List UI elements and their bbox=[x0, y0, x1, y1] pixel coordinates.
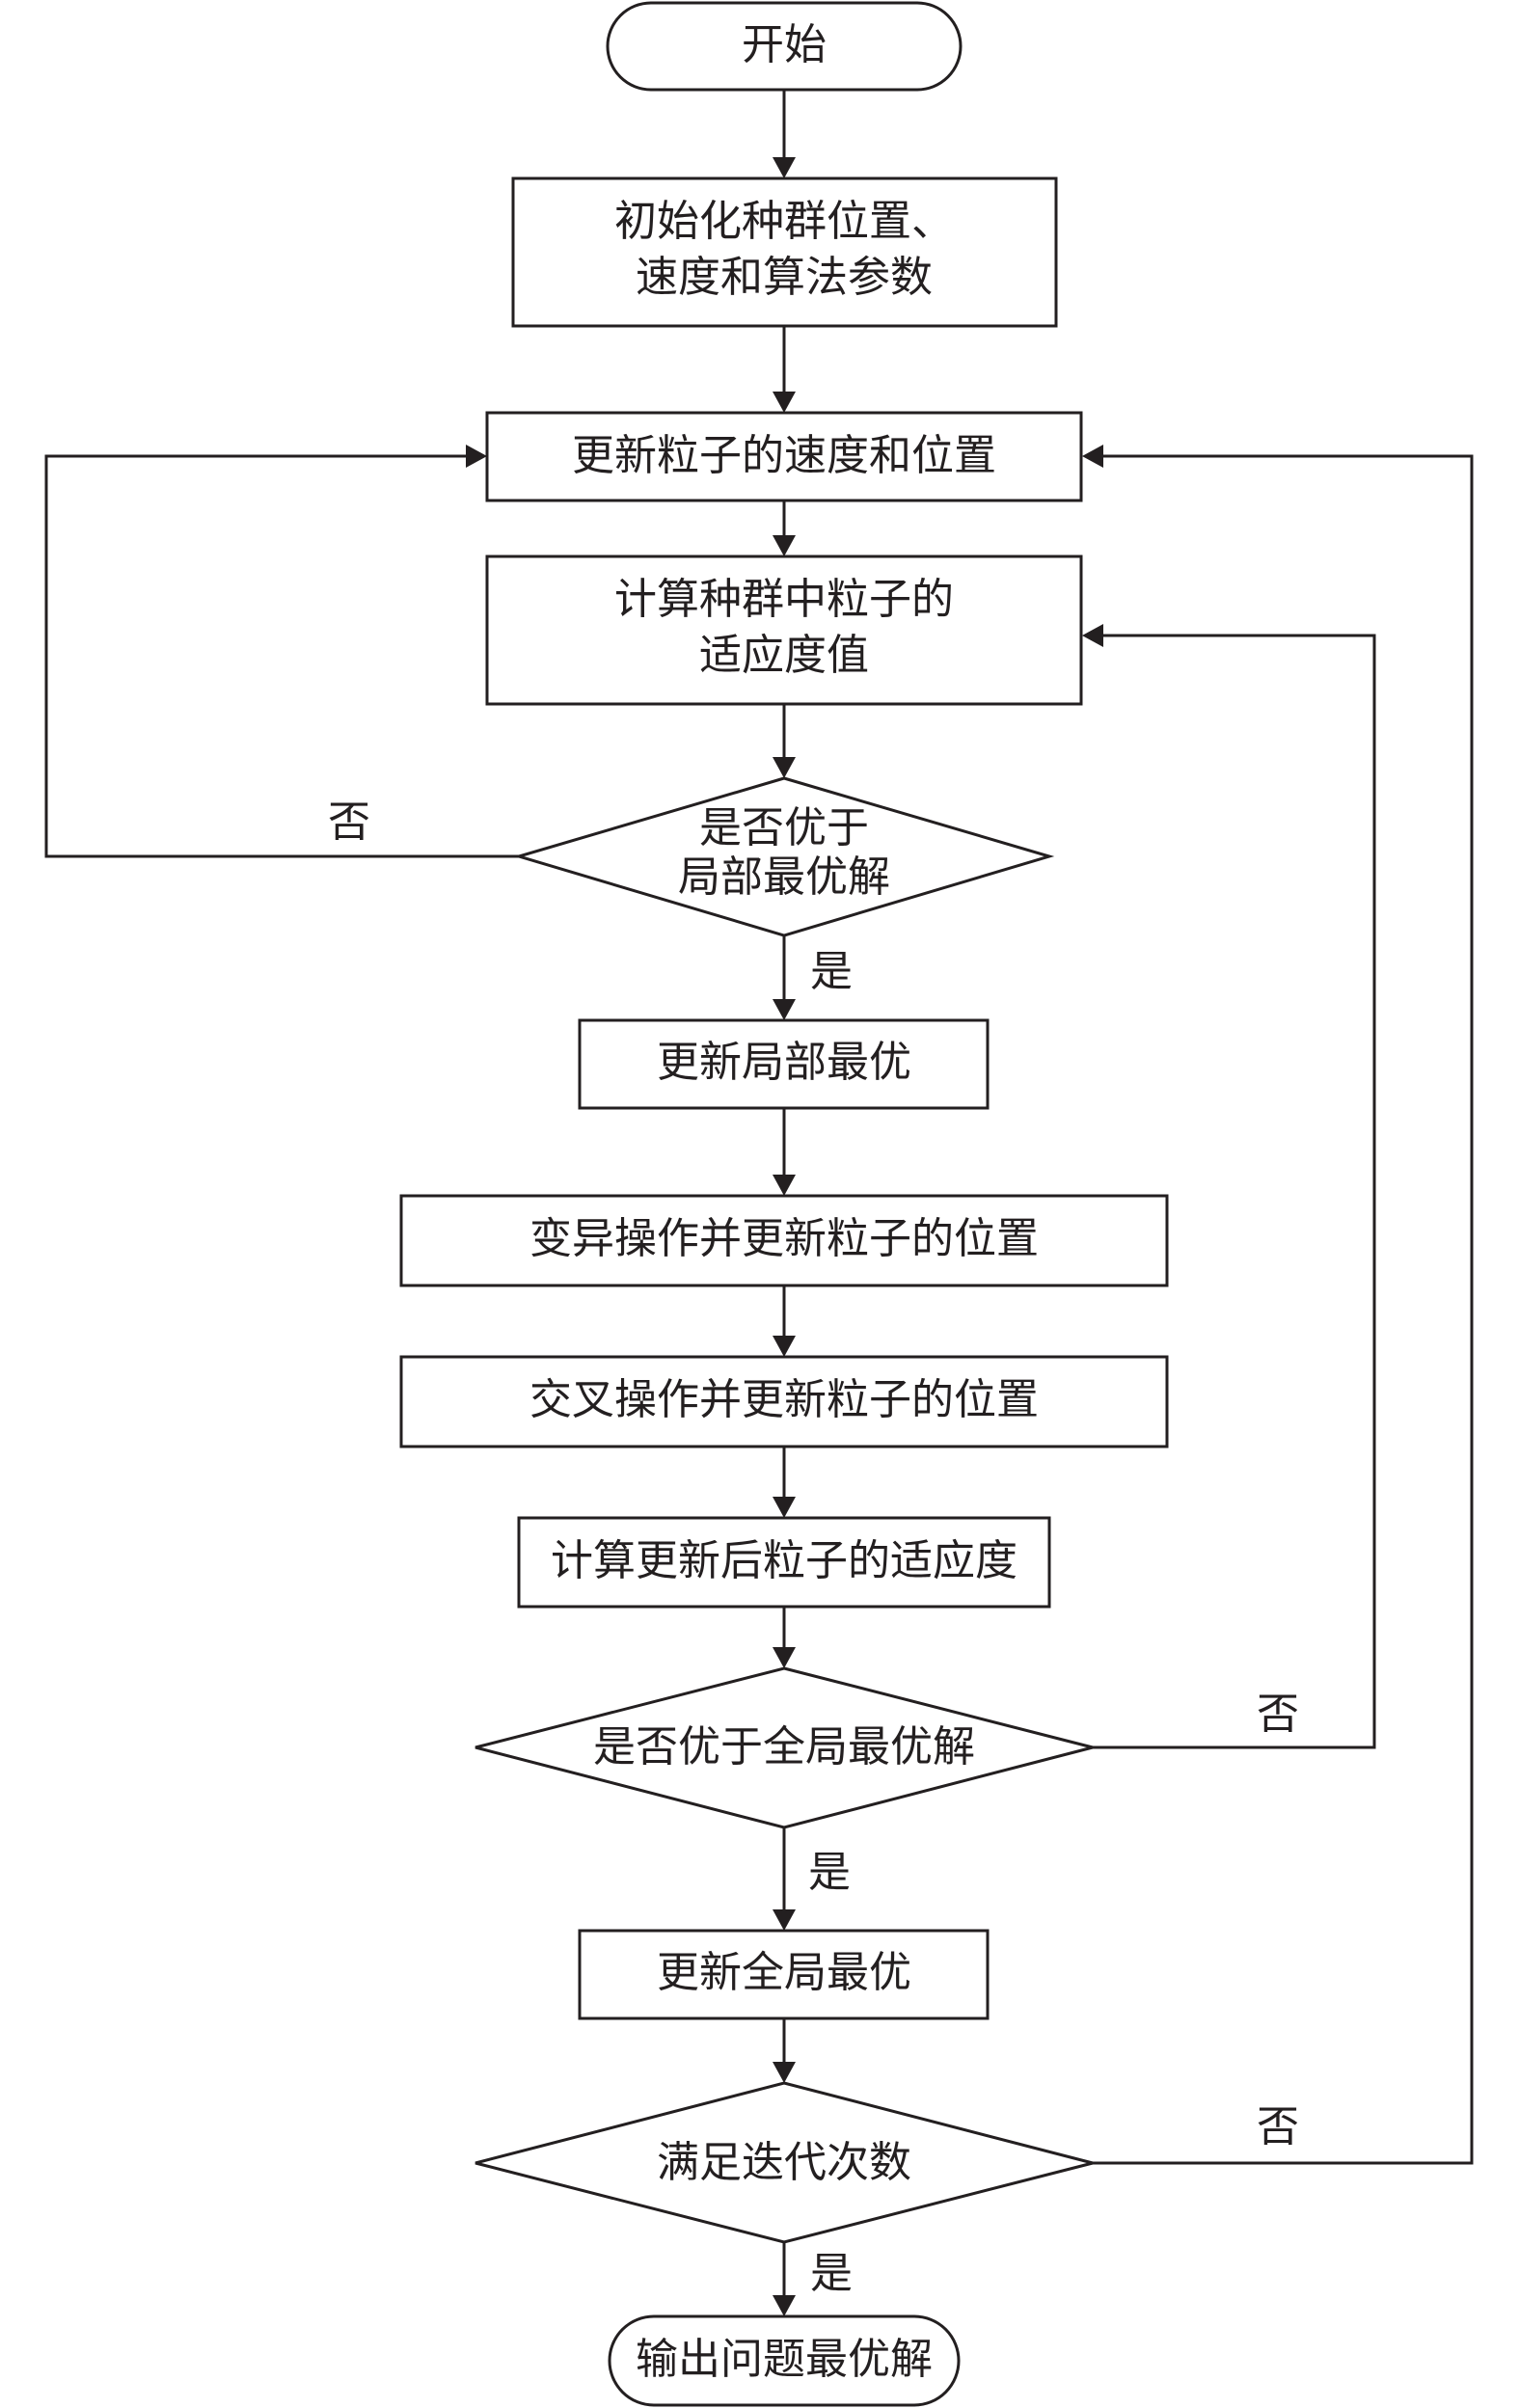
global-yes-label: 是 bbox=[808, 1848, 851, 1897]
arrow-iter-no-return bbox=[1082, 445, 1103, 468]
update-global-box bbox=[578, 1929, 990, 2020]
mutation-box bbox=[399, 1194, 1169, 1287]
calc-fitness-box bbox=[485, 555, 1083, 706]
arrow-to-calc-fitness bbox=[773, 535, 796, 556]
local-decision-label-line2: 局部最优解 bbox=[678, 852, 890, 902]
arrow-to-init bbox=[773, 157, 796, 178]
global-best-decision bbox=[475, 1666, 1094, 1829]
arrow-to-iter-decision bbox=[773, 2062, 796, 2083]
iteration-decision-label: 满足迭代次数 bbox=[657, 2138, 911, 2187]
arrow-to-global-decision bbox=[773, 1647, 796, 1668]
mutation-label: 变异操作并更新粒子的位置 bbox=[529, 1214, 1039, 1263]
local-best-decision bbox=[513, 776, 1055, 937]
update-local-box bbox=[578, 1018, 990, 1110]
crossover-box bbox=[399, 1355, 1169, 1448]
arrow-to-output bbox=[773, 2295, 796, 2316]
global-no-label: 否 bbox=[1257, 1690, 1299, 1739]
arrow-global-no-return bbox=[1082, 624, 1103, 647]
iter-yes-label: 是 bbox=[810, 2249, 853, 2298]
iter-no-label: 否 bbox=[1257, 2102, 1299, 2151]
calc-updated-fitness-label: 计算更新后粒子的适应度 bbox=[551, 1536, 1017, 1585]
arrow-to-update-local bbox=[773, 999, 796, 1020]
arrowheads bbox=[466, 157, 1103, 2316]
crossover-label: 交叉操作并更新粒子的位置 bbox=[529, 1375, 1039, 1424]
calc-fitness-label-line2: 适应度值 bbox=[699, 631, 869, 680]
update-velocity-label: 更新粒子的速度和位置 bbox=[572, 431, 996, 480]
init-label-line2: 速度和算法参数 bbox=[636, 253, 933, 302]
arrow-to-mutation bbox=[773, 1175, 796, 1196]
init-label-line1: 初始化种群位置、 bbox=[614, 197, 954, 246]
output-terminal bbox=[608, 2314, 961, 2407]
update-velocity-box bbox=[485, 411, 1083, 502]
arrow-to-update-global bbox=[773, 1909, 796, 1931]
local-yes-label: 是 bbox=[810, 947, 853, 996]
connectors bbox=[44, 90, 1474, 2300]
arrow-to-calc-updated bbox=[773, 1497, 796, 1518]
local-decision-label-line1: 是否优于 bbox=[699, 803, 869, 852]
iteration-decision bbox=[475, 2081, 1094, 2244]
update-global-label: 更新全局最优 bbox=[657, 1948, 911, 1997]
update-local-label: 更新局部最优 bbox=[657, 1038, 911, 1087]
calc-fitness-label-line1: 计算种群中粒子的 bbox=[614, 575, 954, 624]
arrow-to-crossover bbox=[773, 1336, 796, 1357]
start-label: 开始 bbox=[742, 20, 827, 69]
output-label: 输出问题最优解 bbox=[636, 2335, 933, 2384]
global-decision-label: 是否优于全局最优解 bbox=[593, 1722, 975, 1772]
calc-updated-fitness-box bbox=[517, 1516, 1051, 1609]
start-terminal bbox=[606, 1, 963, 92]
arrow-local-no-return bbox=[466, 445, 487, 468]
init-box bbox=[511, 176, 1058, 328]
arrow-to-local-decision bbox=[773, 757, 796, 778]
arrow-to-update-vel bbox=[773, 392, 796, 413]
local-no-label: 否 bbox=[328, 798, 370, 847]
